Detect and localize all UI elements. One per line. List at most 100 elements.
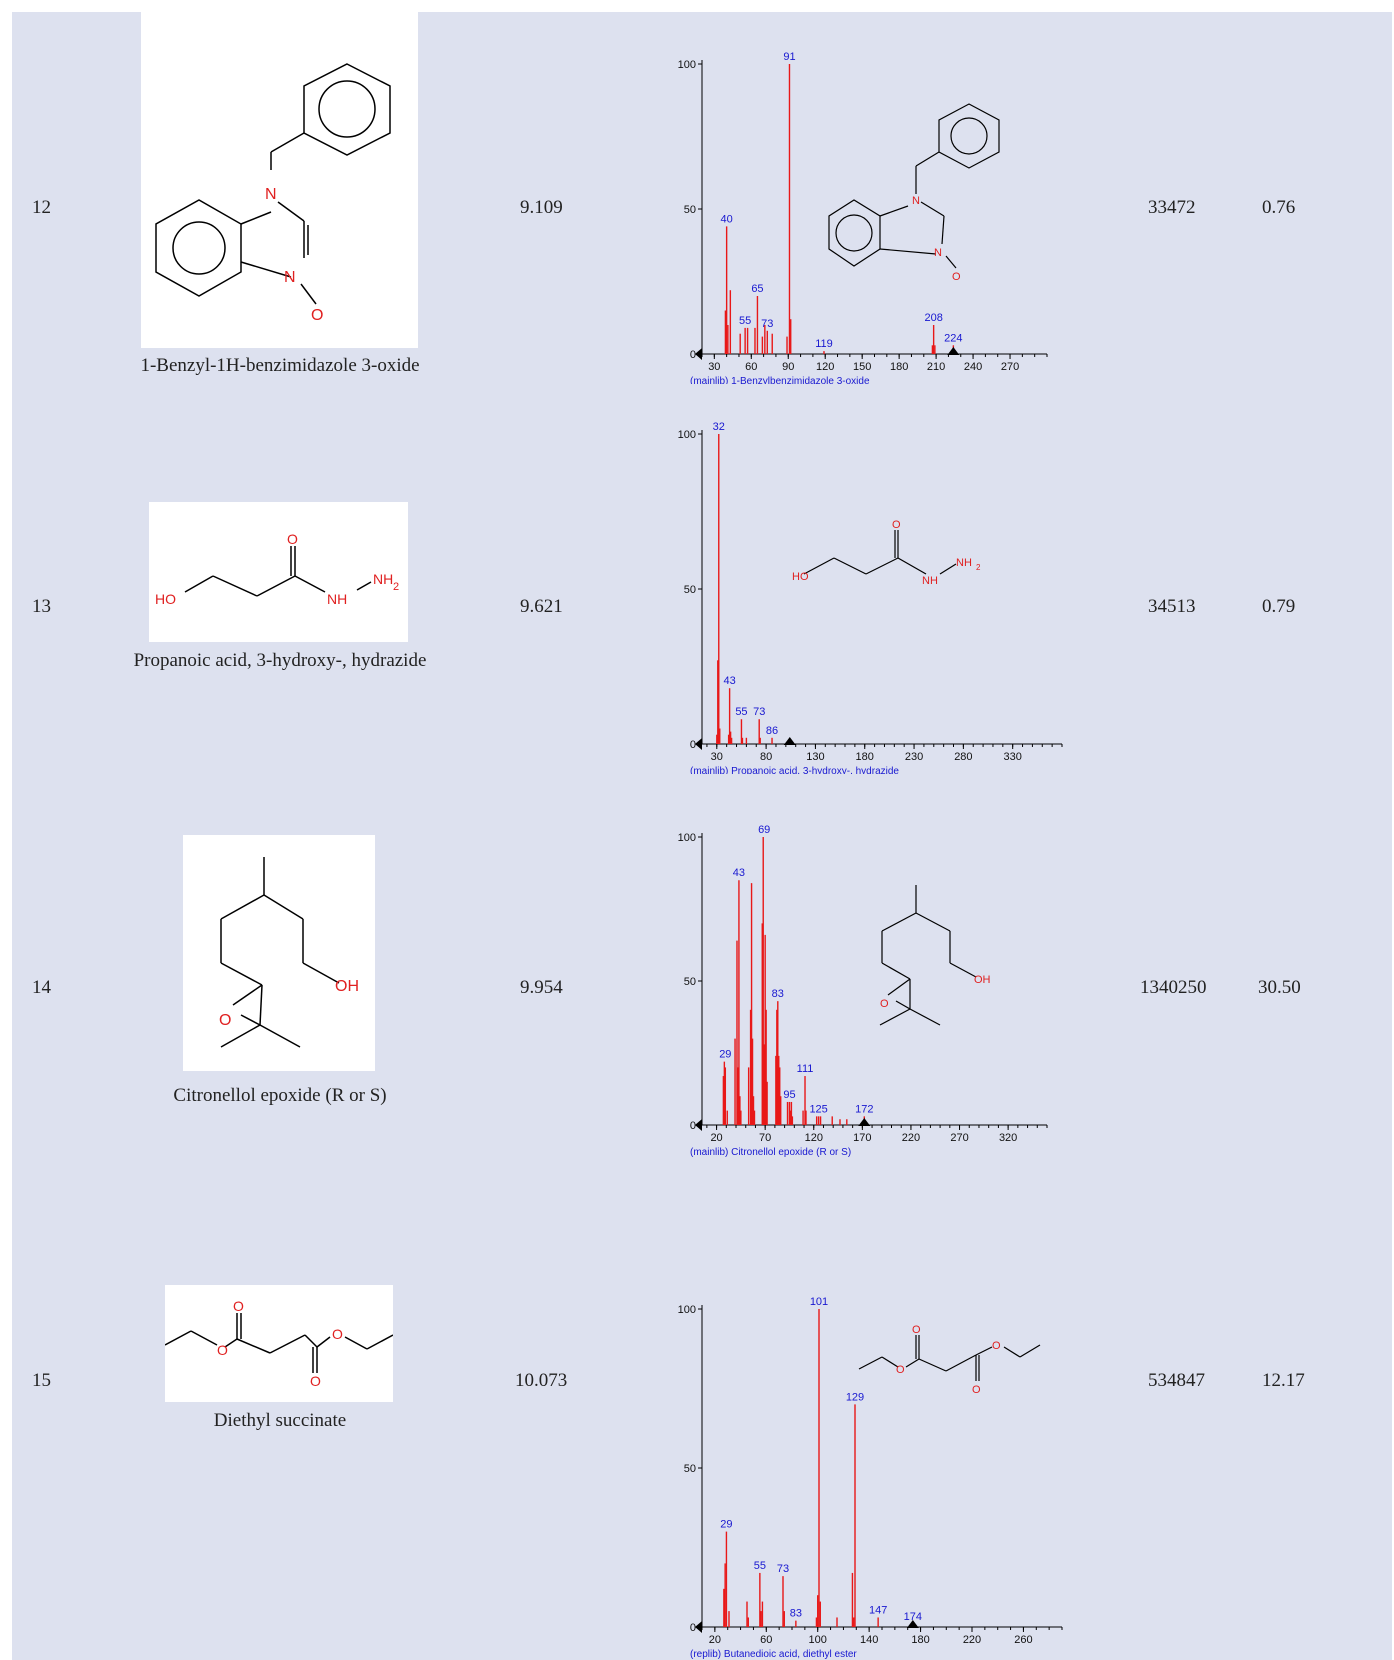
x-tick-label: 120 — [816, 361, 834, 373]
compound-number: 15 — [32, 1370, 51, 1391]
y-tick-label: 100 — [678, 1304, 696, 1316]
inset-atom-label: NH — [922, 575, 938, 587]
spectrum-caption: (replib) Butanedioic acid, diethyl ester — [690, 1649, 857, 1659]
x-tick-label: 90 — [782, 361, 794, 373]
peak-label: 83 — [790, 1608, 802, 1620]
peak-area: 33472 — [1148, 197, 1196, 218]
peak-label: 73 — [753, 706, 765, 718]
compound-number: 14 — [32, 977, 51, 998]
peak-label: 119 — [815, 338, 833, 350]
atom-label: O — [217, 1342, 228, 1358]
atom-label: N — [265, 186, 277, 203]
peak-label: 111 — [797, 1063, 814, 1075]
area-percent: 30.50 — [1258, 977, 1301, 998]
atom-label: O — [233, 1298, 244, 1314]
peak-label: 55 — [754, 1560, 766, 1572]
atom-label: N — [284, 269, 296, 286]
spectrum-caption: (mainlib) Propanoic acid, 3-hydroxy-, hy… — [690, 766, 899, 774]
inset-atom-label: O — [880, 998, 889, 1010]
structure-image: O O O O — [164, 1285, 394, 1402]
molecular-ion-marker — [947, 347, 960, 355]
inset-atom-label: O — [892, 519, 901, 531]
x-tick-label: 170 — [853, 1132, 871, 1144]
x-tick-label: 330 — [1004, 751, 1022, 763]
x-tick-label: 220 — [963, 1634, 981, 1646]
y-tick-label: 50 — [684, 204, 696, 216]
atom-label: O — [287, 531, 298, 547]
structure-image: N N O — [141, 12, 418, 348]
peak-label: 69 — [758, 824, 770, 836]
peak-label: 91 — [783, 51, 795, 63]
y-tick-label: 100 — [678, 429, 696, 441]
x-tick-label: 20 — [709, 1634, 721, 1646]
inset-atom-label: HO — [792, 571, 809, 583]
peak-area: 534847 — [1148, 1370, 1205, 1391]
x-tick-label: 30 — [711, 751, 723, 763]
peak-label: 29 — [720, 1519, 732, 1531]
y-tick-label: 0 — [690, 739, 696, 751]
x-tick-label: 270 — [950, 1132, 968, 1144]
peak-area: 1340250 — [1140, 977, 1207, 998]
inset-atom-label: OH — [974, 974, 991, 986]
x-tick-label: 60 — [760, 1634, 772, 1646]
peak-label: 40 — [721, 213, 733, 225]
atom-label: O — [310, 1373, 321, 1389]
y-tick-label: 50 — [684, 1463, 696, 1475]
retention-time: 9.621 — [520, 596, 563, 617]
y-tick-label: 0 — [690, 1120, 696, 1132]
atom-label: NH — [327, 591, 347, 607]
y-tick-label: 100 — [678, 832, 696, 844]
peak-label: 224 — [944, 332, 962, 344]
retention-time: 10.073 — [515, 1370, 568, 1391]
x-tick-label: 180 — [911, 1634, 929, 1646]
spectrum-structure-inset — [803, 530, 957, 575]
x-tick-label: 70 — [759, 1132, 771, 1144]
peak-label: 86 — [766, 725, 778, 737]
retention-time: 9.109 — [520, 197, 563, 218]
spectrum-structure-inset — [879, 885, 977, 1026]
inset-atom-label: N — [934, 247, 942, 259]
x-tick-label: 130 — [806, 751, 824, 763]
table-row: 12 — [12, 12, 1392, 400]
peak-label: 55 — [735, 706, 747, 718]
peak-area: 34513 — [1148, 596, 1196, 617]
peak-label: 65 — [751, 283, 763, 295]
structure-image: HO O NH NH 2 — [149, 502, 408, 642]
atom-label: O — [219, 1012, 231, 1029]
peak-label: 55 — [739, 315, 751, 327]
inset-atom-label: O — [896, 1364, 905, 1376]
peak-label: 43 — [733, 867, 745, 879]
spectrum-structure-inset — [828, 103, 1000, 269]
spectrum-caption: (mainlib) Citronellol epoxide (R or S) — [690, 1147, 851, 1158]
peak-label: 73 — [777, 1563, 789, 1575]
peak-label: 32 — [713, 421, 725, 433]
compound-number: 13 — [32, 596, 51, 617]
inset-atom-subscript: 2 — [976, 563, 981, 572]
y-tick-label: 50 — [684, 584, 696, 596]
atom-label: HO — [155, 591, 176, 607]
peak-label: 29 — [719, 1049, 731, 1061]
molecular-ion-marker — [783, 737, 796, 745]
atom-label: O — [311, 307, 323, 324]
x-tick-label: 180 — [890, 361, 908, 373]
peak-label: 147 — [869, 1604, 887, 1616]
peak-label: 73 — [761, 318, 773, 330]
y-tick-label: 0 — [690, 349, 696, 361]
axis-arrow — [695, 348, 702, 360]
structure-image: O OH — [183, 835, 375, 1071]
compound-name: Citronellol epoxide (R or S) — [173, 1085, 387, 1106]
molecular-ion-marker — [858, 1118, 871, 1126]
y-tick-label: 100 — [678, 59, 696, 71]
x-tick-label: 260 — [1014, 1634, 1032, 1646]
peak-label: 129 — [846, 1391, 864, 1403]
table-row: 15 O O — [12, 1185, 1392, 1660]
inset-atom-label: O — [992, 1340, 1001, 1352]
x-tick-label: 100 — [809, 1634, 827, 1646]
compound-name: Diethyl succinate — [213, 1410, 347, 1431]
peak-label: 125 — [809, 1103, 827, 1115]
x-tick-label: 150 — [853, 361, 871, 373]
peak-label: 174 — [904, 1611, 922, 1623]
area-percent: 0.76 — [1262, 197, 1296, 218]
